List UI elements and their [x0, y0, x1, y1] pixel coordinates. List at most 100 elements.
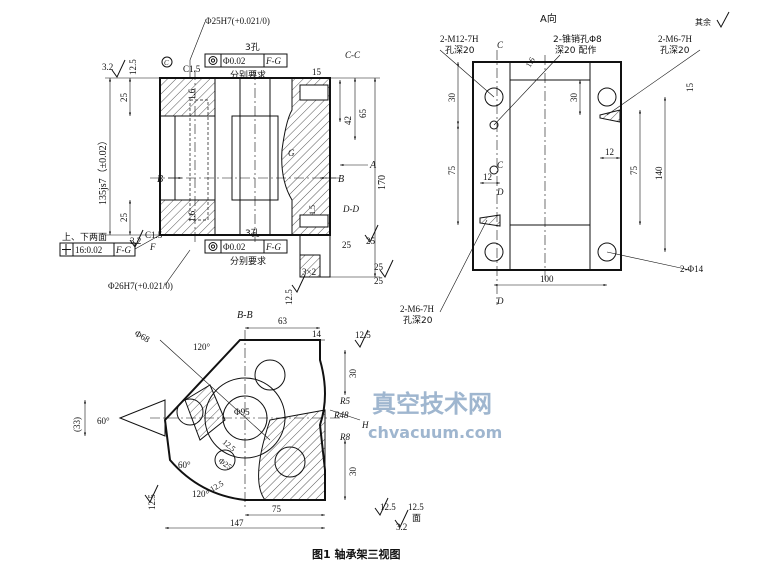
bb-dim-120a-label: 120°: [193, 342, 211, 352]
flatness-frame: [59, 242, 136, 257]
holes-bot-label: 3孔: [245, 228, 260, 239]
bb-rough-2: [144, 484, 159, 503]
tol-frame-top: [204, 53, 288, 68]
bb-rough-125a-label: 12.5: [355, 330, 371, 340]
side-label-c1: C: [497, 40, 504, 50]
leader-fit-bot: [164, 249, 191, 286]
dim-25-r1: 25: [342, 240, 352, 250]
rough-15: 1.5: [308, 205, 317, 215]
bb-rough-1: [354, 329, 369, 348]
leader-m12: [439, 49, 495, 98]
coaxial-symbol-top-inner: [210, 58, 216, 63]
bb-rough-3: [374, 497, 389, 516]
bb-dim-63-label: 63: [278, 316, 288, 326]
side-dim-15-label: 15: [685, 83, 695, 93]
front-thread-hole-bot: [299, 214, 329, 228]
m12-label: 2-M12-7H: [440, 34, 479, 44]
front-thread-hole-top: [299, 84, 329, 101]
flatness-datum: F-G: [115, 245, 131, 255]
bb-hole-phi25: [214, 449, 236, 471]
phi14-hole-top: [597, 87, 617, 107]
section-view-bb: B-B 63 14 30 30 (33) 60° 60° 120° 120° Φ…: [72, 310, 424, 532]
chamfer-top: C1.5: [183, 64, 201, 74]
bb-dim-r48-label: R48: [333, 410, 349, 420]
bb-dim-12-5b-label: 12.5: [209, 479, 226, 494]
leader-m6-bot: [439, 219, 488, 313]
rough-symbol-1: [111, 59, 126, 78]
tol-top-value: Φ0.02: [223, 56, 245, 66]
flatness-tol: 16:0.02: [75, 245, 102, 255]
side-label-c2: C: [497, 160, 504, 170]
bb-dim-120b-label: 120°: [192, 489, 210, 499]
dim-42: 42: [343, 116, 353, 125]
rough-symbol-5: [291, 274, 306, 293]
bb-dim-r8-label: R8: [339, 432, 350, 442]
bb-dim-phi95-label: Φ95: [234, 407, 250, 417]
side-dim-30b-label: 30: [569, 93, 579, 103]
bb-rough-125b-label: 12.5: [147, 494, 157, 510]
bb-hatch-right: [258, 409, 326, 501]
tol-top-datum: F-G: [265, 56, 281, 66]
bb-dim-12-5c-label: 12.5: [380, 502, 396, 512]
chamfer-bot: C1.5: [145, 230, 163, 240]
tol-frame-bot: [204, 239, 288, 254]
rough-rest-symbol: [716, 11, 730, 29]
m6-hole-top: [599, 109, 621, 123]
tol-bot-datum: F-G: [265, 242, 281, 252]
side-dim-30a-label: 30: [447, 93, 457, 103]
bb-dim-33-label: (33): [72, 417, 82, 432]
bb-rough-32-label: 3.2: [396, 522, 407, 532]
label-a: A: [369, 160, 377, 171]
dim-25-top: 25: [119, 93, 129, 103]
rough-125-a: 12.5: [128, 59, 138, 75]
label-b-left: B: [157, 174, 163, 185]
tol-bot-value: Φ0.02: [223, 242, 245, 252]
bb-leader-phi68: [159, 339, 271, 441]
dim-170: 170: [377, 175, 388, 190]
fit-bot-label: Φ26H7(+0.021/0): [108, 281, 173, 291]
dim-25-bot: 25: [119, 213, 129, 223]
surf-note: 上、下两面: [62, 232, 107, 243]
bb-face-note: 面: [412, 513, 421, 524]
dim-135: 135js7（±0.02）: [97, 135, 109, 205]
bb-dim-60-label: 60°: [97, 416, 110, 426]
pin-depth: 深20 配作: [555, 44, 596, 56]
watermark-cn: 真空技术网: [372, 389, 492, 418]
bb-hole-upper: [254, 359, 286, 391]
sep-req-top: 分别要求: [230, 69, 266, 81]
figure-caption: 图1 轴承架三视图: [312, 547, 400, 561]
bb-dim-60b-label: 60°: [178, 460, 191, 470]
side-dim-75b-label: 75: [629, 166, 639, 176]
front-base-hatch: [299, 254, 321, 278]
bb-dim-30b-label: 30: [348, 467, 358, 477]
leader-fit-top: [189, 21, 206, 61]
side-dim-12a-label: 12: [605, 147, 614, 157]
label-g: G: [288, 148, 295, 158]
rough-125-b: 12.5: [284, 289, 294, 305]
rough-16-b: 1.6: [187, 210, 197, 222]
m12-hole-top: [484, 87, 504, 107]
side-dim-140-label: 140: [654, 166, 664, 180]
leader-pin: [493, 54, 561, 126]
side-title: A向: [540, 12, 557, 25]
bb-dim-r5-label: R5: [339, 396, 350, 406]
side-dim-75a-label: 75: [447, 166, 457, 176]
dim-65: 65: [358, 109, 368, 119]
leader-m6-top: [606, 49, 701, 116]
dim-15: 15: [312, 67, 322, 77]
label-c-datum: C: [164, 59, 169, 67]
rough-32-a: 3.2: [102, 62, 113, 72]
bb-title: B-B: [237, 310, 253, 321]
side-rough-16: 1.6: [524, 56, 537, 69]
m12-depth: 孔深20: [445, 45, 475, 56]
coaxial-symbol-bot-inner: [210, 244, 216, 249]
side-dim-100-label: 100: [540, 274, 554, 284]
side-label-d2: D: [496, 296, 504, 306]
section-dd-label: D-D: [342, 204, 359, 214]
bb-rough-125c-label: 12.5: [408, 502, 424, 512]
phi14-hole-bot: [597, 242, 617, 262]
watermark-en: chvacuum.com: [368, 423, 502, 442]
rough-25-b: 25: [374, 262, 384, 272]
leader-flatness: [134, 234, 161, 250]
